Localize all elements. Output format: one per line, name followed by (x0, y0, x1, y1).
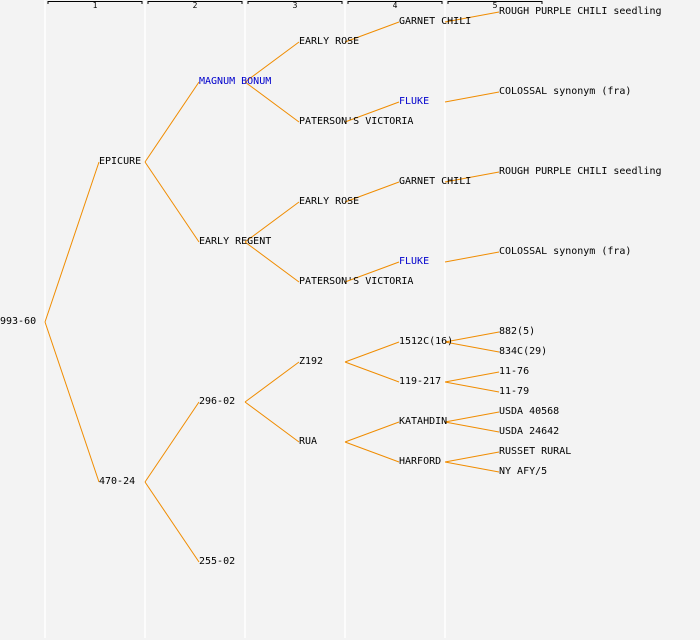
variety-label: COLOSSAL synonym (fra) (499, 246, 632, 257)
connector-line (344, 21, 400, 43)
variety-label: 470-24 (99, 476, 136, 487)
variety-link[interactable]: MAGNUM BONUM (199, 76, 272, 87)
variety-label: USDA 40568 (499, 406, 560, 417)
generation-bracket (47, 1, 143, 4)
variety-label: EARLY REGENT (199, 236, 272, 247)
connector-line (444, 171, 500, 183)
root-variety: 993-60 (0, 316, 37, 327)
variety-label: PATERSON'S VICTORIA (299, 116, 414, 127)
variety-label: EARLY ROSE (299, 196, 360, 207)
connector-line (344, 441, 400, 463)
connector-line (344, 341, 400, 363)
connector-line (44, 161, 100, 323)
variety-label: Z192 (299, 356, 324, 367)
connector-line (444, 451, 500, 463)
generation-bracket (247, 1, 343, 4)
variety-link[interactable]: FLUKE (399, 96, 430, 107)
connector-line (144, 81, 200, 163)
generation-label: 4 (392, 1, 398, 10)
connector-line (444, 251, 500, 263)
variety-label: ROUGH PURPLE CHILI seedling (499, 6, 662, 17)
connector-line (444, 91, 500, 103)
connector-line (144, 401, 200, 483)
generation-label: 1 (92, 1, 98, 10)
variety-label: NY AFY/5 (499, 466, 548, 477)
variety-label: 11-76 (499, 366, 530, 377)
variety-label: 1512C(16) (399, 336, 454, 347)
variety-label: RUSSET RURAL (499, 446, 572, 457)
variety-label: EARLY ROSE (299, 36, 360, 47)
connector-line (344, 101, 400, 123)
variety-label: 255-02 (199, 556, 236, 567)
connector-line (344, 361, 400, 383)
variety-label: USDA 24642 (499, 426, 560, 437)
variety-label: RUA (299, 436, 318, 447)
variety-label: ROUGH PURPLE CHILI seedling (499, 166, 662, 177)
connector-line (44, 321, 100, 483)
connector-line (244, 81, 300, 123)
connector-line (144, 481, 200, 563)
connector-line (444, 411, 500, 423)
variety-link[interactable]: FLUKE (399, 256, 430, 267)
connector-line (344, 261, 400, 283)
variety-label: 296-02 (199, 396, 236, 407)
connector-line (444, 371, 500, 383)
variety-label: EPICURE (99, 156, 142, 167)
connector-line (344, 181, 400, 203)
connector-line (444, 461, 500, 473)
variety-label: 834C(29) (499, 346, 548, 357)
generation-label: 5 (492, 1, 498, 10)
variety-label: COLOSSAL synonym (fra) (499, 86, 632, 97)
generation-bracket (347, 1, 443, 4)
connector-line (444, 421, 500, 433)
variety-label: PATERSON'S VICTORIA (299, 276, 414, 287)
connector-line (444, 11, 500, 23)
connector-line (144, 161, 200, 243)
variety-label: GARNET CHILI (399, 176, 472, 187)
variety-label: HARFORD (399, 456, 442, 467)
connector-line (244, 401, 300, 443)
connector-line (444, 381, 500, 393)
variety-label: GARNET CHILI (399, 16, 472, 27)
variety-label: 119-217 (399, 376, 442, 387)
connector-line (244, 41, 300, 83)
variety-label: KATAHDIN (399, 416, 448, 427)
generation-bracket (147, 1, 243, 4)
variety-label: 882(5) (499, 326, 536, 337)
connector-line (244, 361, 300, 403)
connector-line (444, 331, 500, 343)
variety-label: 11-79 (499, 386, 530, 397)
connector-line (344, 421, 400, 443)
connector-line (444, 341, 500, 353)
generation-bracket (447, 1, 543, 4)
connector-line (244, 201, 300, 243)
generation-label: 3 (292, 1, 298, 10)
connector-line (244, 241, 300, 283)
generation-label: 2 (192, 1, 198, 10)
